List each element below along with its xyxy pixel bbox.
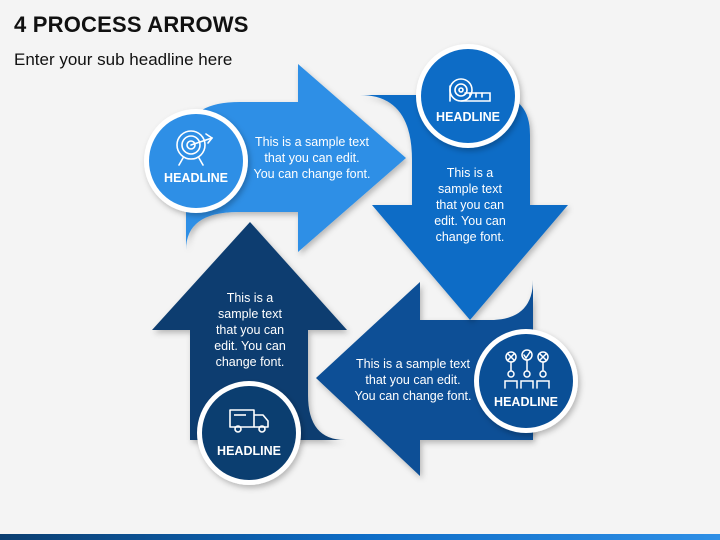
arrow-left	[316, 280, 533, 476]
step-4-circle-inner	[202, 386, 296, 480]
step-4-headline: HEADLINE	[217, 444, 281, 458]
team-vote-icon	[504, 349, 550, 389]
arrow-right	[186, 64, 406, 252]
step-4-text: This is a sample text that you can edit.…	[214, 291, 286, 369]
page-title: 4 PROCESS ARROWS	[14, 12, 249, 37]
step-3-headline: HEADLINE	[494, 395, 558, 409]
delivery-truck-icon	[229, 409, 269, 433]
page-subtitle: Enter your sub headline here	[14, 50, 233, 69]
arrow-up	[152, 222, 347, 440]
target-icon	[176, 130, 214, 166]
step-1-circle-inner	[149, 114, 243, 208]
step-2-circle-inner	[421, 49, 515, 143]
step-3-text: This is a sample text that you can edit.…	[354, 357, 472, 403]
step-2-headline: HEADLINE	[436, 110, 500, 124]
step-1-headline: HEADLINE	[164, 171, 228, 185]
step-2-text: This is a sample text that you can edit.…	[434, 166, 506, 244]
footer-bar	[0, 534, 720, 540]
step-1-text: This is a sample text that you can edit.…	[253, 135, 371, 181]
measuring-tape-icon	[449, 78, 491, 102]
arrow-down	[360, 95, 568, 320]
